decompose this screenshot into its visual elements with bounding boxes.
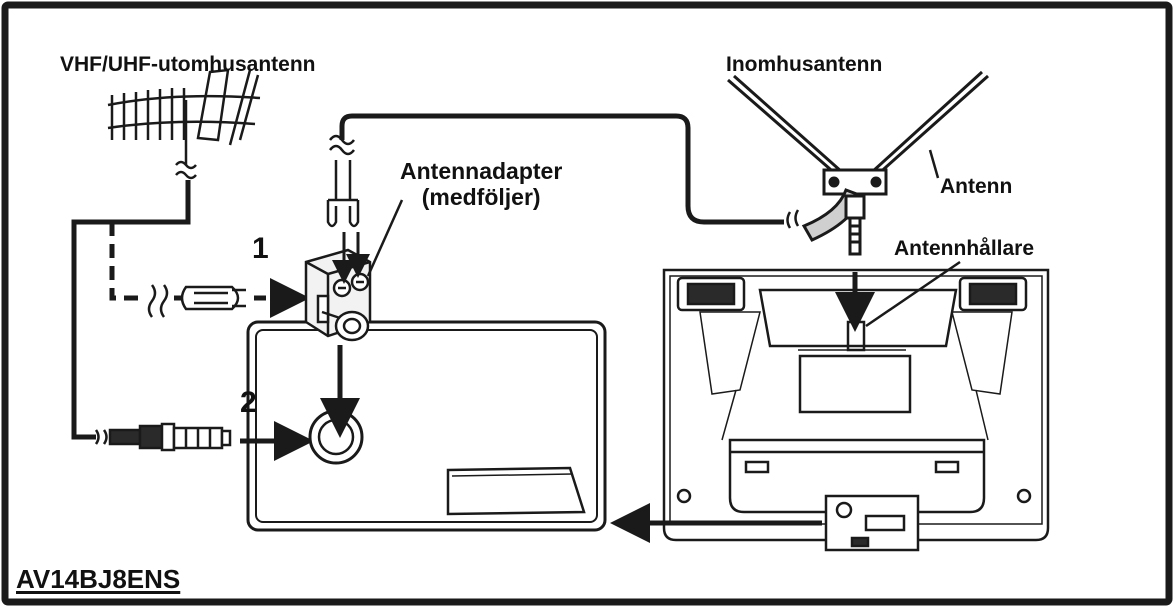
coax-plug-icon bbox=[94, 422, 232, 452]
flat-feeder-cable bbox=[180, 285, 246, 311]
antenna-holder-label: Antennhållare bbox=[894, 237, 1035, 260]
model-number-label: AV14BJ8ENS bbox=[16, 564, 181, 594]
step-1-label: 1 bbox=[252, 232, 269, 265]
indoor-antenna-icon bbox=[727, 70, 989, 256]
indoor-antenna-label: Inomhusantenn bbox=[726, 53, 883, 76]
indoor-antenna-cable bbox=[339, 113, 784, 225]
adapter-label: Antennadapter (medföljer) bbox=[400, 158, 562, 211]
antenna-label: Antenn bbox=[940, 175, 1013, 198]
dashed-cable bbox=[109, 222, 140, 301]
tv-rear-panel bbox=[246, 320, 607, 532]
tv-rear-view-icon bbox=[662, 268, 1050, 542]
antenna-adapter-icon bbox=[304, 248, 372, 342]
adapter-label-line1: Antennadapter bbox=[400, 158, 563, 184]
antenna-socket-icon bbox=[308, 409, 364, 465]
rear-label-plate bbox=[446, 466, 586, 516]
forked-connector-icon bbox=[326, 134, 360, 228]
step-2-label: 2 bbox=[240, 386, 257, 419]
outdoor-antenna-label: VHF/UHF-utomhusantenn bbox=[60, 53, 316, 76]
rear-terminal-plate-icon bbox=[824, 494, 920, 552]
outdoor-cable bbox=[71, 180, 191, 440]
adapter-label-line2: (medföljer) bbox=[421, 184, 541, 211]
outdoor-antenna-icon bbox=[107, 68, 261, 180]
